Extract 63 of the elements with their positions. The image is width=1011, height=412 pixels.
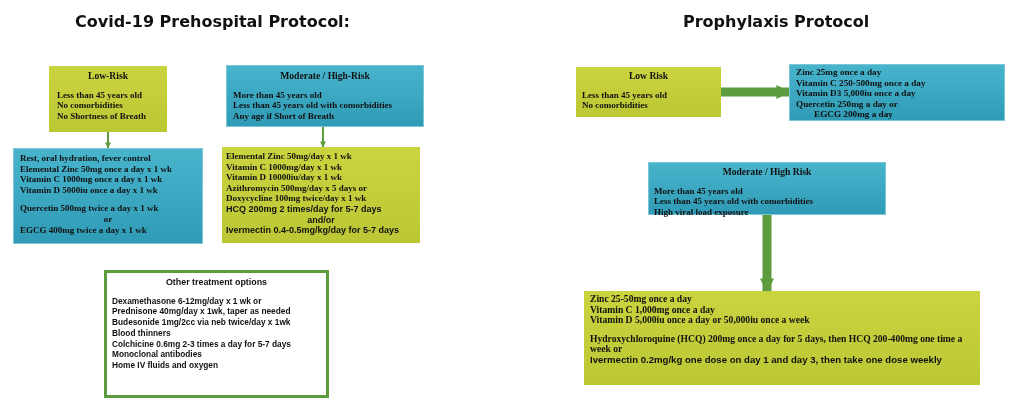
- arrow: [320, 126, 326, 148]
- arrow: [105, 131, 111, 149]
- protocol-box: [222, 147, 420, 243]
- box-text: and/or: [306, 214, 336, 226]
- protocol-box: [226, 65, 424, 127]
- diagram-title: Covid-19 Prehospital Protocol:: [75, 12, 350, 31]
- protocol-box: [584, 291, 980, 385]
- box-text: Hydroxychloroquine (HCQ) 200mg once a day for 5 days, then HCQ 200-400mg one time a week or: [590, 333, 964, 355]
- box-text: Vitamin D 5000iu once a day x 1 wk: [20, 184, 159, 196]
- box-text: Quercetin 250mg a day or: [796, 98, 899, 109]
- box-text: Doxycycline 100mg twice/day x 1 wk: [226, 193, 368, 204]
- box-heading: Other treatment options: [164, 277, 269, 288]
- box-text: Vitamin D3 5,000iu once a day: [796, 88, 917, 99]
- box-text: Ivermectin 0.2mg/kg one dose on day 1 and day 3, then take one dose weekly: [590, 354, 943, 366]
- box-text: Blood thinners: [112, 327, 172, 339]
- box-heading: Moderate / High-Risk: [279, 71, 371, 82]
- box-heading: Low Risk: [627, 71, 670, 82]
- box-text: Rest, oral hydration, fever control: [20, 153, 152, 164]
- box-text: Less than 45 years old: [582, 89, 668, 100]
- box-text: Vitamin C 250-500mg once a day: [796, 77, 927, 88]
- box-text: Elemental Zinc 50mg/day x 1 wk: [226, 151, 353, 162]
- box-heading: Moderate / High Risk: [721, 167, 813, 178]
- box-text: Quercetin 500mg twice a day x 1 wk: [20, 203, 160, 214]
- box-text: More than 45 years old: [654, 185, 744, 196]
- box-text: Less than 45 years old with comorbidities: [233, 100, 393, 111]
- box-text: Ivermectin 0.4-0.5mg/kg/day for 5-7 days: [226, 225, 401, 236]
- box-text: Vitamin C 1000mg/day x 1 wk: [226, 161, 343, 173]
- protocol-box: [13, 148, 203, 244]
- box-text: Less than 45 years old: [57, 89, 143, 100]
- box-text: Prednisone 40mg/day x 1wk, taper as needed: [112, 306, 292, 318]
- section-title: Prophylaxis Protocol: [683, 12, 870, 31]
- box-text: EGCG 400mg twice a day x 1 wk: [20, 224, 148, 236]
- box-text: More than 45 years old: [233, 89, 323, 100]
- box-text: Elemental Zinc 50mg once a day x 1 wk: [20, 163, 173, 175]
- box-text: HCQ 200mg 2 times/day for 5-7 days: [226, 203, 383, 215]
- box-text: Zinc 25-50mg once a day: [590, 294, 693, 305]
- protocol-box: [576, 67, 721, 117]
- box-text: Less than 45 years old with comorbidities: [654, 196, 814, 207]
- box-text: Azithromycin 500mg/day x 5 days or: [226, 182, 369, 194]
- box-text: Budesonide 1mg/2cc via neb twice/day x 1wk: [112, 317, 292, 328]
- protocol-box: [789, 64, 1005, 121]
- protocol-box: [49, 66, 167, 132]
- box-heading: Low-Risk: [87, 71, 129, 82]
- arrow: [760, 215, 774, 293]
- box-text: or: [102, 213, 114, 225]
- box-text: Vitamin C 1,000mg once a day: [590, 304, 716, 316]
- box-text: Colchicine 0.6mg 2-3 times a day for 5-7 days: [112, 338, 292, 350]
- box-text: Dexamethasone 6-12mg/day x 1 wk or: [112, 295, 263, 307]
- box-text: No comorbidities: [57, 100, 124, 111]
- box-text: Zinc 25mg once a day: [796, 67, 883, 78]
- box-text: Vitamin C 1000mg once a day x 1 wk: [20, 174, 164, 185]
- box-text: Monoclonal antibodies: [112, 349, 203, 360]
- box-text: No Shortness of Breath: [57, 110, 148, 121]
- box-text: Vitamin D 5,000iu once a day or 50,000iu once a week: [590, 315, 811, 326]
- box-text: EGCG 200mg a day: [813, 109, 894, 120]
- box-text: Vitamin D 10000iu/day x 1 wk: [226, 172, 343, 183]
- box-text: Home IV fluids and oxygen: [112, 359, 220, 371]
- options-box: [104, 270, 329, 398]
- box-text: No comorbidities: [582, 100, 649, 111]
- box-text: High viral load exposure: [654, 206, 750, 217]
- protocol-box: [648, 162, 886, 215]
- box-text: Any age if Short of Breath: [233, 110, 336, 121]
- arrow: [721, 85, 791, 99]
